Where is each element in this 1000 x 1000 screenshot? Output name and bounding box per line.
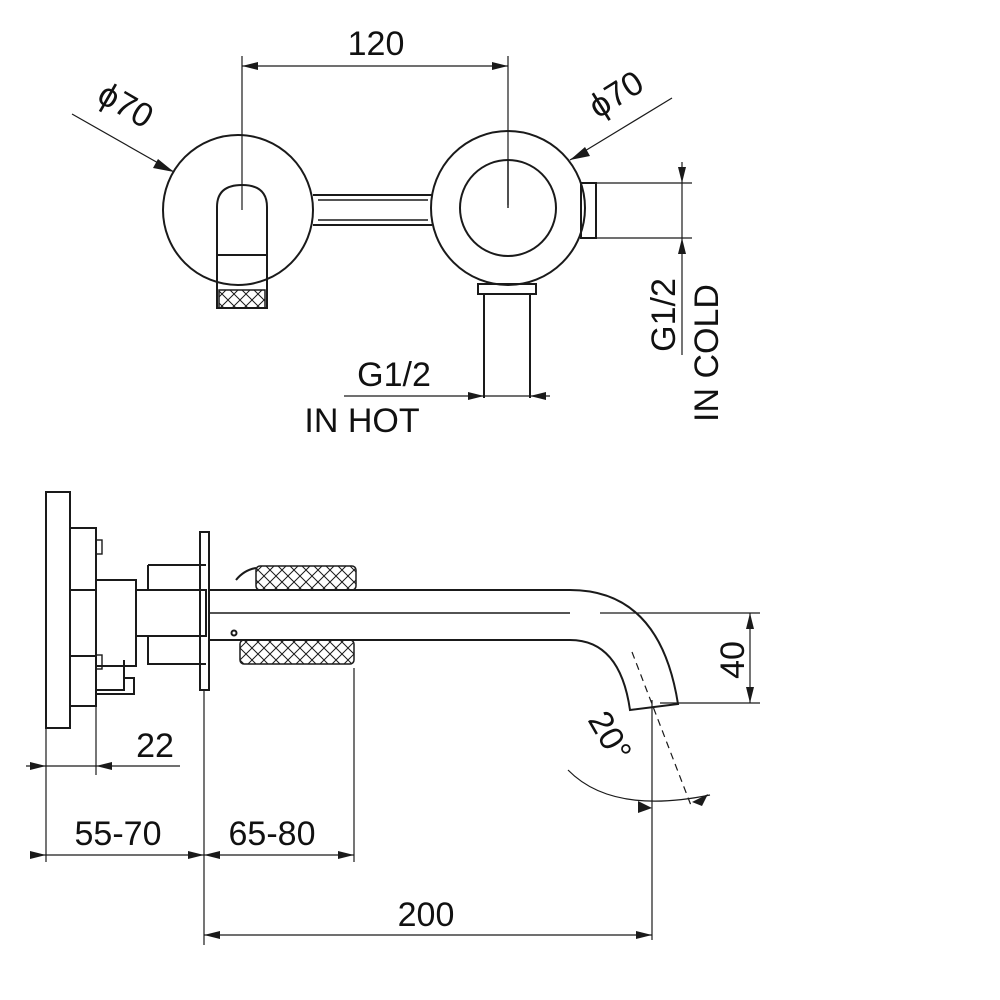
wall-depth-label: 55-70 <box>75 815 162 853</box>
dimension-flange-depth: 22 <box>26 706 180 862</box>
connecting-bar <box>313 194 432 226</box>
mounting-plate <box>45 491 71 729</box>
dimension-spout-length: 200 <box>204 896 652 939</box>
leader-left-diameter: ϕ70 <box>71 75 175 173</box>
valve-body <box>95 579 137 667</box>
hot-inlet-nub <box>477 283 537 295</box>
cold-thread-label: G1/2 <box>645 278 683 352</box>
spout-side <box>209 589 680 712</box>
flange-depth-label: 22 <box>136 727 174 765</box>
dimension-label-120: 120 <box>348 25 405 63</box>
left-diameter-label: ϕ70 <box>91 75 159 136</box>
knurled-collar-top <box>255 565 357 591</box>
cold-inlet-nub <box>580 182 597 239</box>
right-diameter-label: ϕ70 <box>582 63 650 125</box>
wall-rosette <box>199 531 210 691</box>
handle-depth-label: 65-80 <box>229 815 316 853</box>
hot-inlet-label: IN HOT <box>304 402 419 440</box>
spout-height-label: 40 <box>714 641 752 679</box>
dimension-spout-angle: 20° <box>567 651 711 940</box>
side-view <box>45 491 680 729</box>
hot-thread-label: G1/2 <box>357 356 431 394</box>
spout-angle-label: 20° <box>580 705 639 769</box>
dimension-hot-inlet: G1/2 IN HOT <box>304 356 550 440</box>
spout-aerator <box>218 289 266 309</box>
dimension-handle-depth: 65-80 <box>204 668 355 862</box>
knurled-collar-bottom <box>239 639 355 665</box>
spout-length-label: 200 <box>398 896 455 934</box>
leader-right-diameter: ϕ70 <box>569 63 673 161</box>
dimension-spout-height: 40 <box>600 612 760 704</box>
cold-inlet-label: IN COLD <box>688 284 726 422</box>
dimension-top-spacing: 120 <box>241 25 509 210</box>
spout-rosette <box>162 134 314 286</box>
dimension-wall-depth: 55-70 <box>30 690 205 945</box>
dimension-cold-inlet: G1/2 IN COLD <box>596 162 726 422</box>
